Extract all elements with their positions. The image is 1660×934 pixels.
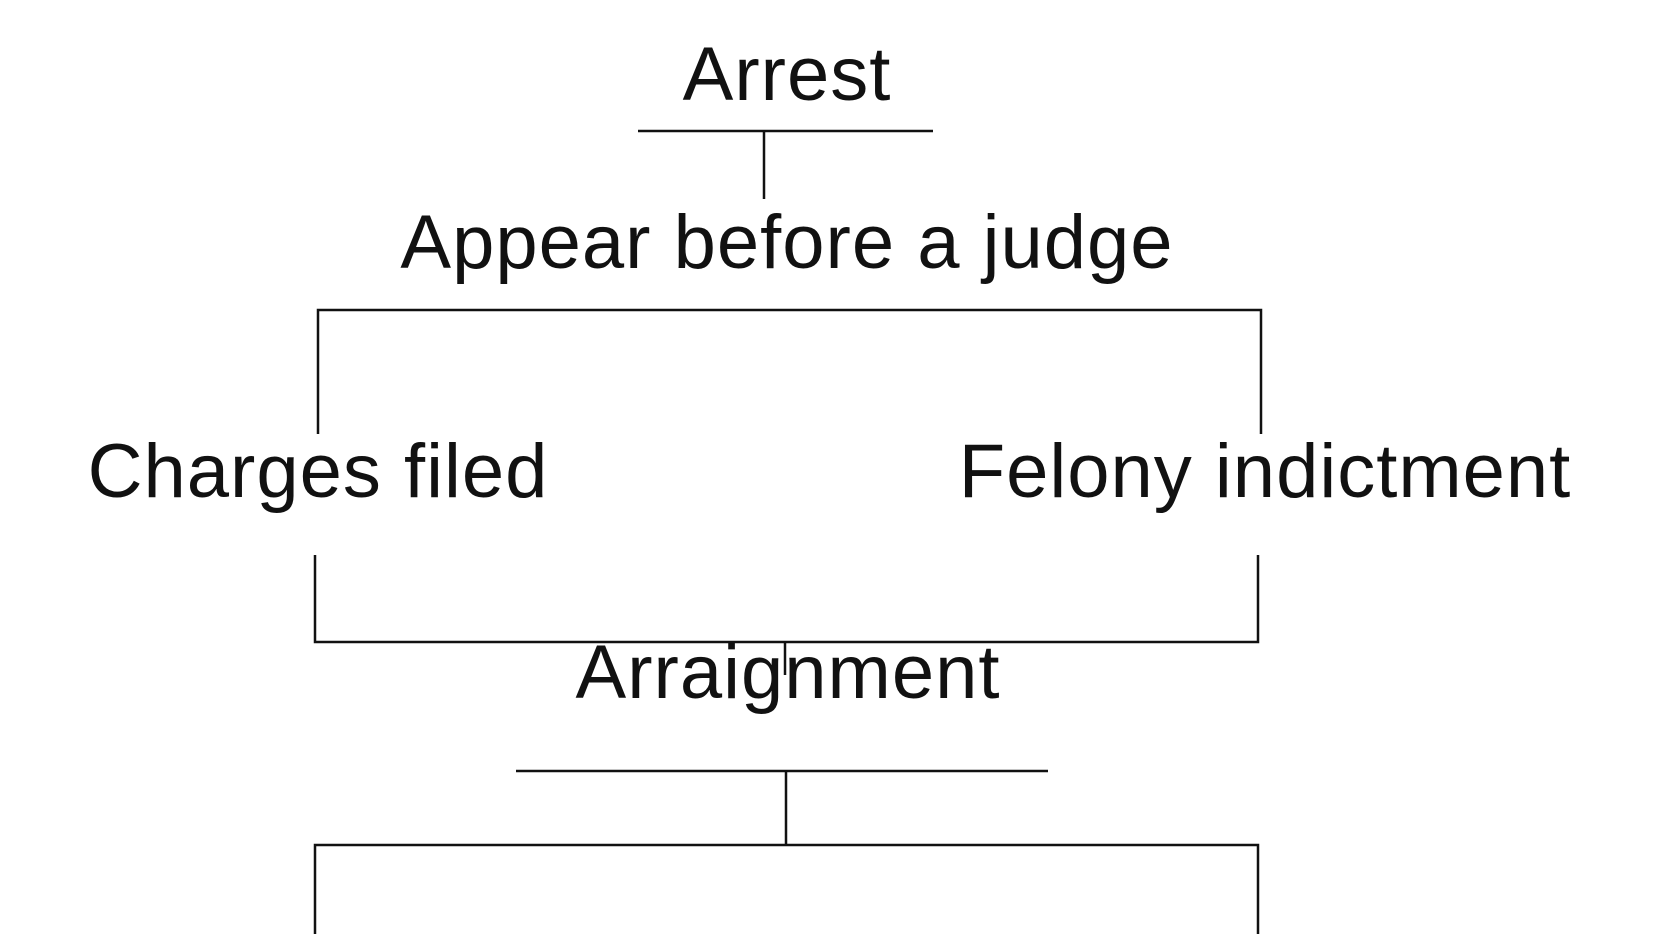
node-charges-filed: Charges filed bbox=[88, 429, 549, 514]
node-arraignment: Arraignment bbox=[576, 630, 1001, 715]
node-arrest: Arrest bbox=[683, 32, 892, 117]
node-felony-indictment: Felony indictment bbox=[959, 429, 1572, 514]
bracket-merge-to-arraignment bbox=[313, 555, 1260, 644]
bracket-appear-split bbox=[316, 308, 1263, 434]
bracket-arraignment-split bbox=[313, 843, 1260, 934]
node-appear-before-judge: Appear before a judge bbox=[400, 200, 1173, 285]
